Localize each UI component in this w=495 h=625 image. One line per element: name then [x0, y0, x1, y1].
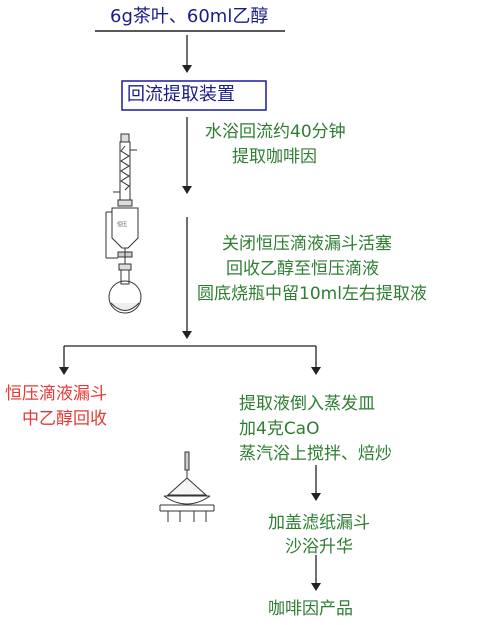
step1-line1: 水浴回流约40分钟: [205, 122, 346, 142]
product-label: 咖啡因产品: [268, 599, 353, 619]
left-branch-line2: 中乙醇回收: [22, 409, 107, 429]
right-branch-line2: 加4克CaO: [239, 419, 320, 439]
right-branch-line1: 提取液倒入蒸发皿: [239, 394, 375, 414]
step1-line2: 提取咖啡因: [232, 147, 317, 167]
svg-text:恒压: 恒压: [117, 221, 127, 228]
reflux-apparatus-drawing: 恒压: [105, 133, 142, 314]
sublimation-apparatus-drawing: [159, 451, 215, 522]
step3-line1: 加盖滤纸漏斗: [268, 513, 370, 533]
apparatus-box-label: 回流提取装置: [127, 84, 235, 105]
step3-line2: 沙浴升华: [285, 537, 353, 557]
left-branch-line1: 恒压滴液漏斗: [5, 384, 107, 404]
start-materials-label: 6g茶叶、60ml乙醇: [110, 6, 269, 27]
step2-line1: 关闭恒压滴液漏斗活塞: [222, 234, 392, 254]
right-branch-line3: 蒸汽浴上搅拌、焙炒: [239, 444, 392, 464]
apparatus-box-frame: [121, 80, 267, 111]
step2-line3: 圆底烧瓶中留10ml左右提取液: [197, 284, 427, 304]
step2-line2: 回收乙醇至恒压滴液: [226, 259, 379, 279]
